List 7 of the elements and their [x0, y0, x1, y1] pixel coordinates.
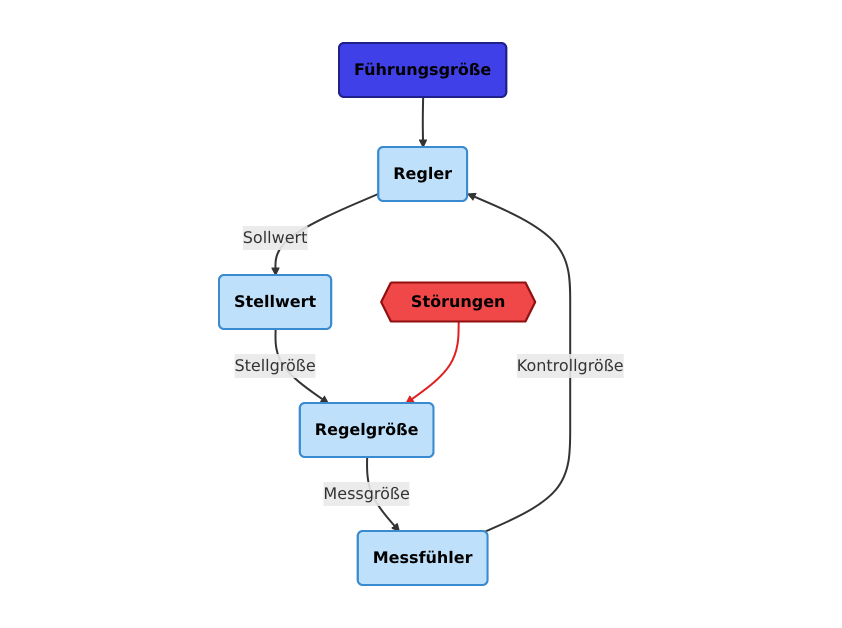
arrow — [466, 192, 571, 533]
edge-label: Kontrollgröße — [516, 356, 624, 375]
arrow — [405, 322, 460, 404]
edge-label: Sollwert — [242, 228, 308, 247]
edge-label: Stellgröße — [234, 356, 316, 375]
edge-label: Messgröße — [323, 484, 410, 503]
arrow — [418, 97, 428, 148]
